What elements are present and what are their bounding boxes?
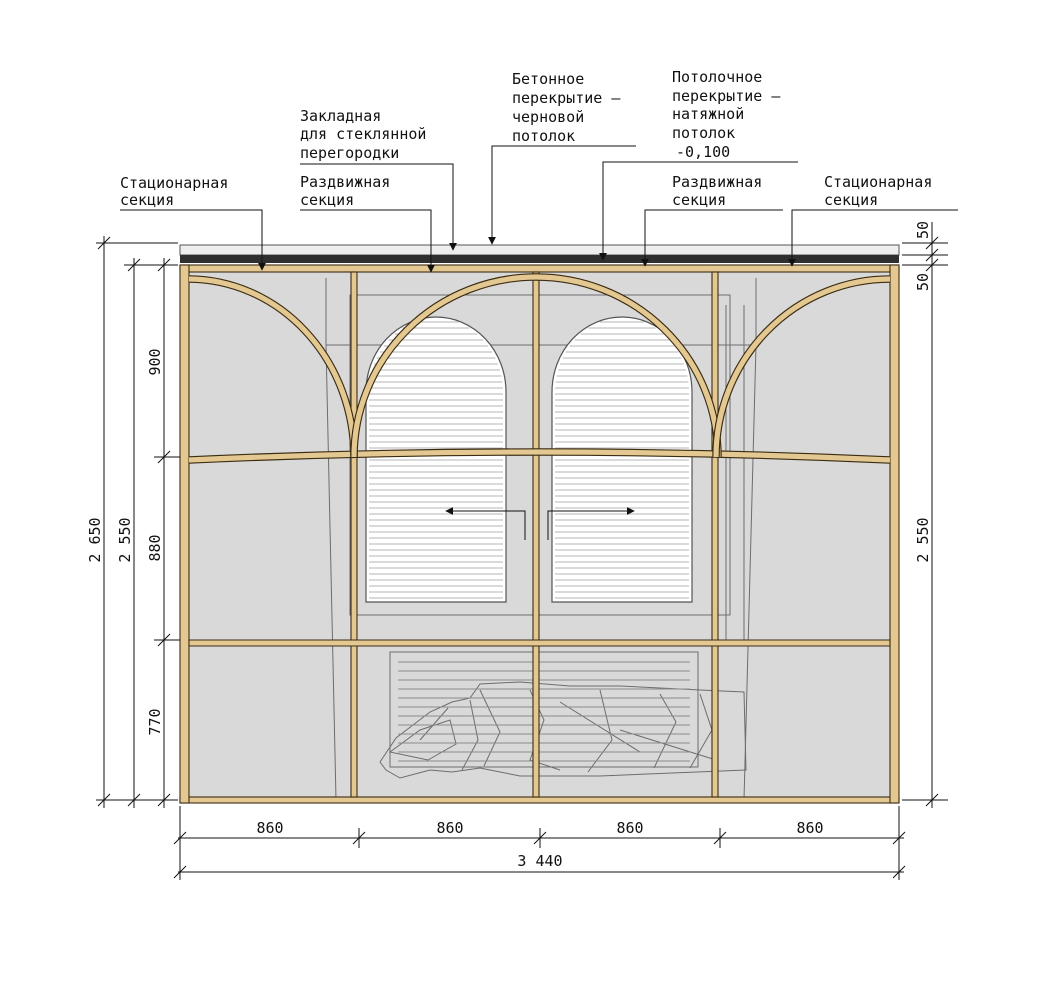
label-stationary-right: Стационарная секция — [824, 173, 941, 209]
dim-left-inner: 2 550 — [116, 517, 134, 562]
right-dimension-lines — [902, 222, 948, 808]
ceiling-slab — [179, 244, 900, 263]
background-room-sketch — [325, 278, 757, 801]
label-concrete-slab: Бетонное перекрытие – черновой потолок — [512, 70, 629, 145]
dim-right-top-b: 50 — [914, 273, 932, 291]
label-sliding-left: Раздвижная секция — [300, 173, 399, 209]
dim-module-4: 860 — [796, 819, 823, 837]
dim-left-outer: 2 650 — [86, 517, 104, 562]
dim-right-top-a: 50 — [914, 221, 932, 239]
label-ceiling: Потолочное перекрытие – натяжной потолок… — [672, 68, 789, 161]
mullion-3 — [711, 271, 719, 798]
partition-frame — [179, 264, 900, 804]
decorative-arches — [188, 273, 891, 458]
dim-row-middle: 880 — [146, 534, 164, 561]
radiator-fins — [398, 661, 690, 762]
callout-leaders — [120, 145, 958, 273]
label-stationary-left: Стационарная секция — [120, 174, 237, 209]
sliding-direction-arrows — [445, 507, 635, 540]
dim-row-top: 900 — [146, 348, 164, 375]
frame-bottom-rail — [179, 796, 900, 804]
dim-row-bottom: 770 — [146, 708, 164, 735]
dim-right-total: 2 550 — [914, 517, 932, 562]
label-embed: Закладная для стеклянной перегородки — [300, 107, 435, 162]
mullion-2 — [532, 271, 540, 798]
dim-module-2: 860 — [436, 819, 463, 837]
dim-module-3: 860 — [616, 819, 643, 837]
dim-overall-width: 3 440 — [517, 852, 562, 870]
label-sliding-right: Раздвижная секция — [672, 173, 771, 209]
transom-lower — [188, 639, 891, 647]
frame-left-stile — [179, 264, 190, 804]
left-dimension-lines — [96, 236, 180, 808]
bottom-dimension-lines — [173, 806, 906, 880]
window-blind-slats — [369, 321, 689, 599]
frame-right-stile — [889, 264, 900, 804]
dim-module-1: 860 — [256, 819, 283, 837]
mullion-1 — [350, 271, 358, 798]
frame-top-rail — [179, 264, 900, 273]
